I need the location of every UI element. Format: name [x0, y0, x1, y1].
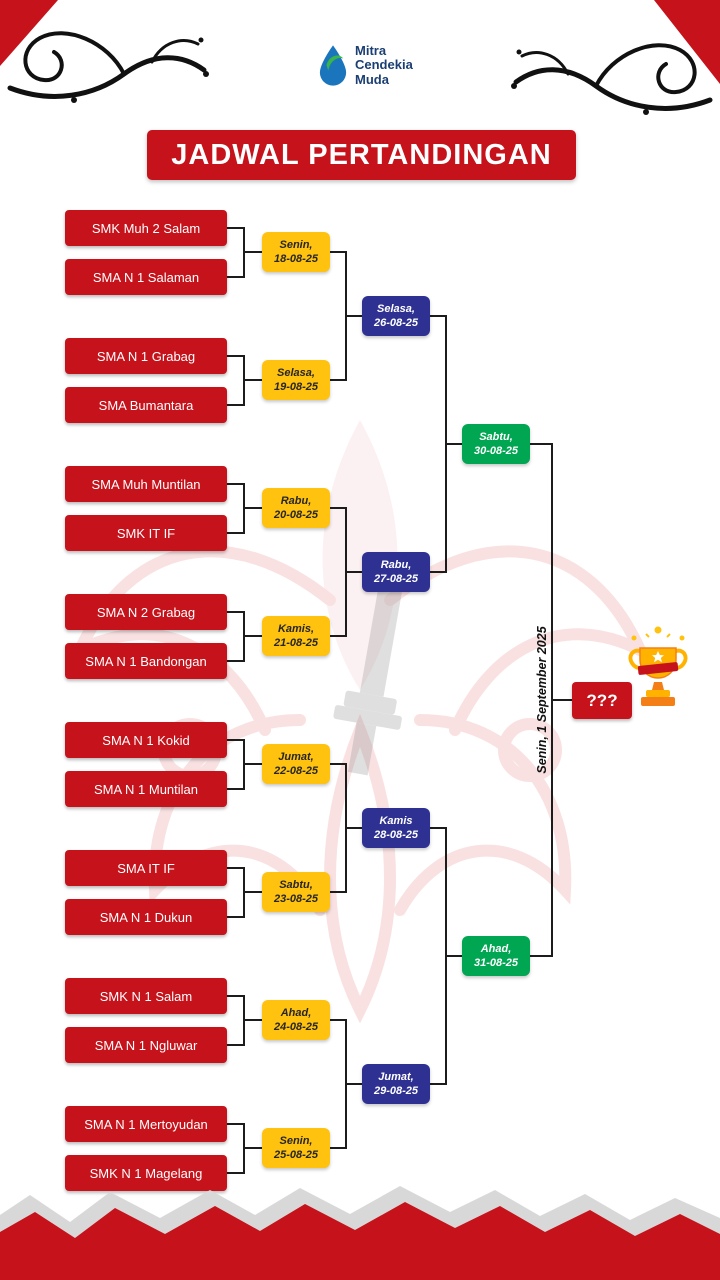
team-box: SMK Muh 2 Salam: [65, 210, 227, 246]
semifinal-date-box: Ahad, 31-08-25: [462, 936, 530, 976]
match-day: Ahad,: [280, 1006, 312, 1019]
match-date: 27-08-25: [373, 573, 419, 585]
team-box: SMA N 1 Dukun: [65, 899, 227, 935]
droplet-logo-icon: [319, 45, 347, 87]
match-day: Rabu,: [280, 494, 312, 507]
semifinal-date-box: Sabtu, 30-08-25: [462, 424, 530, 464]
match-date: 24-08-25: [273, 1021, 319, 1033]
team-box: SMA N 2 Grabag: [65, 594, 227, 630]
match-date: 23-08-25: [273, 893, 319, 905]
match-date: 20-08-25: [273, 509, 319, 521]
match-day: Kamis: [379, 814, 413, 827]
round1-date-box: Sabtu, 23-08-25: [262, 872, 330, 912]
round2-date-box: Rabu, 27-08-25: [362, 552, 430, 592]
round1-date-box: Selasa, 19-08-25: [262, 360, 330, 400]
team-box: SMA Muh Muntilan: [65, 466, 227, 502]
match-date: 18-08-25: [273, 253, 319, 265]
match-date: 19-08-25: [273, 381, 319, 393]
match-date: 30-08-25: [473, 445, 519, 457]
match-day: Ahad,: [480, 942, 512, 955]
match-date: 29-08-25: [373, 1085, 419, 1097]
team-box: SMA N 1 Muntilan: [65, 771, 227, 807]
match-date: 28-08-25: [373, 829, 419, 841]
match-date: 22-08-25: [273, 765, 319, 777]
round1-date-box: Rabu, 20-08-25: [262, 488, 330, 528]
team-box: SMA Bumantara: [65, 387, 227, 423]
round2-date-box: Jumat, 29-08-25: [362, 1064, 430, 1104]
final-schedule-label: Senin, 1 September 2025: [535, 626, 549, 774]
match-day: Jumat,: [378, 1070, 414, 1083]
round1-date-box: Ahad, 24-08-25: [262, 1000, 330, 1040]
round1-date-box: Senin, 25-08-25: [262, 1128, 330, 1168]
team-box: SMK N 1 Salam: [65, 978, 227, 1014]
logo-line: Mitra: [355, 43, 387, 58]
match-day: Sabtu,: [279, 878, 313, 891]
logo: Mitra Cendekia Muda: [318, 43, 413, 87]
logo-line: Cendekia: [355, 57, 413, 73]
logo-line: Muda: [355, 71, 389, 87]
match-day: Selasa,: [377, 302, 415, 315]
trophy-icon: [628, 626, 688, 706]
team-box: SMA N 1 Mertoyudan: [65, 1106, 227, 1142]
corner-triangle-top-left: [0, 0, 58, 66]
match-day: Selasa,: [277, 366, 315, 379]
match-day: Senin,: [279, 238, 313, 251]
team-box: SMA N 1 Ngluwar: [65, 1027, 227, 1063]
page-title: JADWAL PERTANDINGAN: [171, 138, 552, 171]
team-box: SMK IT IF: [65, 515, 227, 551]
torn-paper-edge: [0, 1186, 720, 1280]
match-day: Senin,: [279, 1134, 313, 1147]
match-day: Jumat,: [278, 750, 314, 763]
match-date: 31-08-25: [473, 957, 519, 969]
match-day: Kamis,: [277, 622, 315, 635]
title-banner: JADWAL PERTANDINGAN: [147, 130, 576, 180]
team-box: SMA N 1 Kokid: [65, 722, 227, 758]
champion-box: ???: [572, 682, 632, 719]
team-box: SMK N 1 Magelang: [65, 1155, 227, 1191]
round1-date-box: Senin, 18-08-25: [262, 232, 330, 272]
logo-wordmark: Mitra Cendekia Muda: [355, 43, 413, 87]
round1-date-box: Jumat, 22-08-25: [262, 744, 330, 784]
team-box: SMA IT IF: [65, 850, 227, 886]
match-day: Sabtu,: [479, 430, 513, 443]
match-date: 21-08-25: [273, 637, 319, 649]
round2-date-box: Selasa, 26-08-25: [362, 296, 430, 336]
team-box: SMA N 1 Grabag: [65, 338, 227, 374]
team-box: SMA N 1 Bandongan: [65, 643, 227, 679]
match-date: 25-08-25: [273, 1149, 319, 1161]
match-date: 26-08-25: [373, 317, 419, 329]
round2-date-box: Kamis 28-08-25: [362, 808, 430, 848]
round1-date-box: Kamis, 21-08-25: [262, 616, 330, 656]
match-day: Rabu,: [380, 558, 412, 571]
corner-triangle-top-right: [654, 0, 720, 84]
team-box: SMA N 1 Salaman: [65, 259, 227, 295]
